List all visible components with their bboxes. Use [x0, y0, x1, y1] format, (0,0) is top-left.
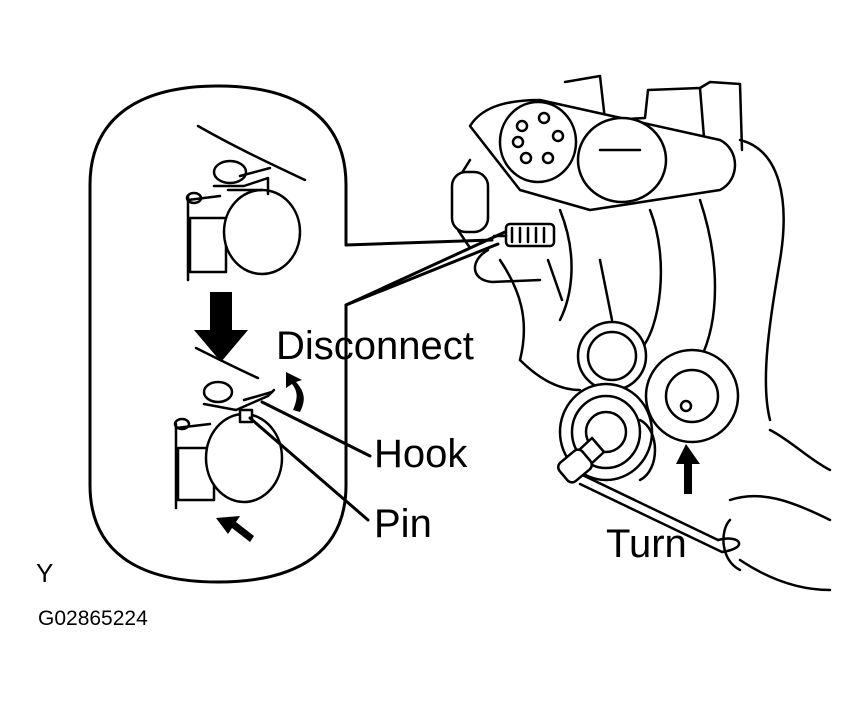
motion-arrows [194, 292, 700, 542]
figure-code: G02865224 [38, 607, 148, 630]
rotate-arrow-icon [286, 372, 304, 412]
turn-label: Turn [606, 522, 687, 566]
hook-label: Hook [374, 432, 468, 476]
pin-label: Pin [374, 502, 432, 546]
camshaft-gear-left [498, 100, 578, 184]
down-arrow-icon [194, 292, 248, 362]
sensor-connector [473, 222, 556, 284]
connector-line-upper [344, 238, 494, 247]
disconnect-label: Disconnect [276, 324, 474, 368]
view-letter: Y [36, 558, 54, 588]
disconnect-leader-line [344, 230, 507, 307]
hook-leader-line [260, 400, 372, 458]
tensioner-after [173, 346, 284, 510]
wrench [556, 428, 832, 592]
idler-pulleys [576, 320, 740, 444]
push-arrow-icon [216, 516, 254, 542]
tensioner-before [185, 124, 307, 282]
turn-arrow-icon [676, 444, 700, 494]
pin-leader-line [248, 416, 370, 522]
engine-block [450, 74, 785, 422]
camshaft-gear-right [576, 116, 668, 204]
detail-inset-outline [88, 84, 348, 584]
